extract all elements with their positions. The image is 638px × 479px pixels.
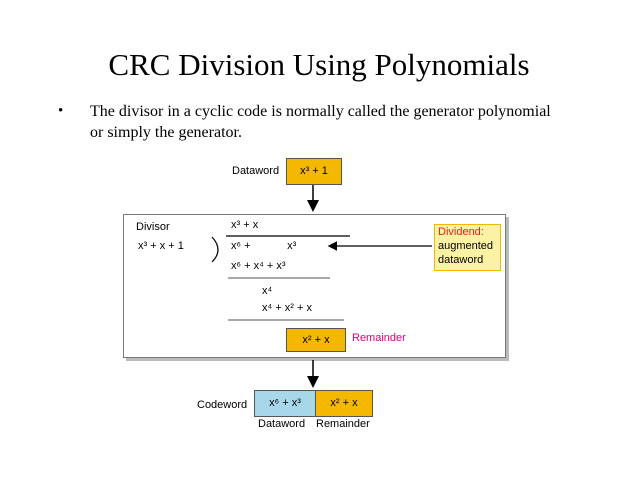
intermediate-result: x⁴ bbox=[262, 285, 273, 297]
codeword-dataword-caption: Dataword bbox=[258, 418, 306, 430]
dataword-box: x³ + 1 bbox=[286, 158, 342, 185]
dividend-note-box bbox=[434, 224, 501, 271]
divisor-label: Divisor bbox=[136, 221, 170, 233]
divisor-polynomial: x³ + x + 1 bbox=[138, 240, 184, 252]
division-bracket bbox=[211, 236, 219, 263]
remainder-box: x² + x bbox=[286, 328, 346, 352]
quotient: x³ + x bbox=[231, 219, 259, 231]
dividend-polynomial: x⁶ + x³ bbox=[231, 240, 297, 252]
codeword-remainder-part: x² + x bbox=[315, 390, 373, 417]
dataword-label: Dataword bbox=[232, 165, 280, 177]
dividend-note-line-2: augmented bbox=[438, 240, 494, 252]
slide-title: CRC Division Using Polynomials bbox=[108, 47, 530, 82]
codeword-remainder-caption: Remainder bbox=[316, 418, 370, 430]
codeword-label: Codeword bbox=[197, 399, 248, 411]
subtract-line-2: x⁴ + x² + x bbox=[262, 302, 312, 314]
dividend-note-line-1: Dividend: bbox=[438, 226, 484, 238]
subtract-line-1: x⁶ + x⁴ + x³ bbox=[231, 260, 286, 272]
remainder-label: Remainder bbox=[352, 332, 406, 344]
bullet-marker: • bbox=[58, 103, 64, 119]
dividend-note-line-3: dataword bbox=[438, 254, 484, 266]
bullet-text: The divisor in a cyclic code is normally… bbox=[90, 103, 551, 141]
